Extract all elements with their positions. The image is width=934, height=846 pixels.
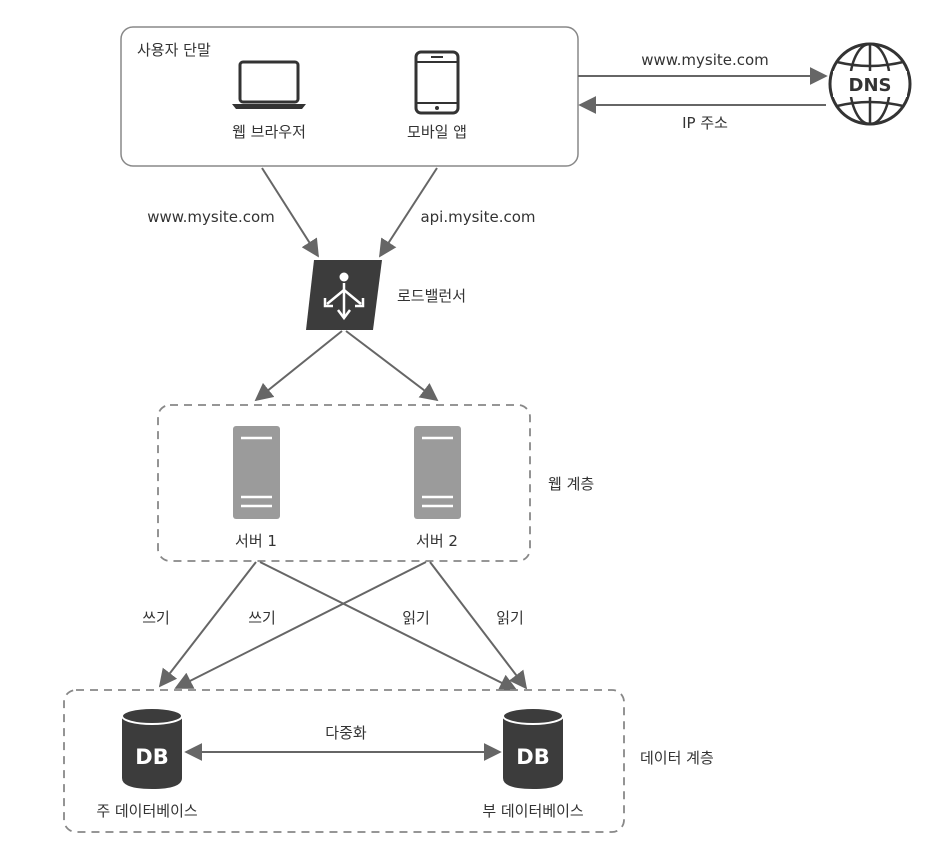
write-label-1: 쓰기 xyxy=(142,609,170,627)
client-box xyxy=(120,26,579,167)
client-group: 사용자 단말 웹 브라우저 모바일 앱 xyxy=(120,26,579,167)
master-db-icon-label: DB xyxy=(135,745,168,769)
web-browser-label: 웹 브라우저 xyxy=(232,123,306,141)
dns-group: www.mysite.com IP 주소 DNS xyxy=(578,42,912,132)
api-route-label: api.mysite.com xyxy=(420,208,535,226)
web-tier-group: 서버 1 서버 2 웹 계층 xyxy=(157,404,594,562)
lb-to-server2-arrow xyxy=(345,330,439,402)
laptop-icon xyxy=(232,60,306,109)
dns-globe-icon: DNS xyxy=(828,42,912,126)
web-route-label: www.mysite.com xyxy=(147,208,275,226)
data-tier-box xyxy=(63,689,625,833)
server1-write-arrow xyxy=(158,561,257,688)
dns-response-label: IP 주소 xyxy=(682,114,728,132)
server2-read-arrow xyxy=(429,561,528,690)
master-db-label: 주 데이터베이스 xyxy=(96,802,198,820)
server2-write-arrow xyxy=(174,561,427,689)
server1-read-arrow xyxy=(259,561,518,691)
mobile-app-label: 모바일 앱 xyxy=(407,123,467,141)
mobile-phone-icon xyxy=(414,50,460,115)
database-icon: DB xyxy=(121,707,183,789)
server1-label: 서버 1 xyxy=(235,532,277,550)
fork-arrows-icon xyxy=(323,272,365,321)
server2-label: 서버 2 xyxy=(416,532,458,550)
slave-db-label: 부 데이터베이스 xyxy=(482,802,584,820)
read-label-2: 읽기 xyxy=(496,609,524,627)
dns-icon-label: DNS xyxy=(849,75,892,96)
web-route-arrow xyxy=(261,167,319,258)
data-tier-group: DB 주 데이터베이스 DB 부 데이터베이스 다중화 데이터 계층 xyxy=(63,689,714,833)
load-balancer-group: 로드밸런서 xyxy=(306,260,466,330)
database-icon: DB xyxy=(502,707,564,789)
client-title: 사용자 단말 xyxy=(137,41,211,59)
web-tier-box xyxy=(157,404,531,562)
api-route-arrow xyxy=(379,167,438,258)
replication-label: 다중화 xyxy=(325,724,367,742)
read-label-1: 읽기 xyxy=(402,609,430,627)
data-tier-label: 데이터 계층 xyxy=(640,749,714,767)
lb-to-server1-arrow xyxy=(254,330,343,402)
server-icon xyxy=(233,426,280,519)
write-label-2: 쓰기 xyxy=(248,609,276,627)
slave-db-icon-label: DB xyxy=(516,745,549,769)
server-icon xyxy=(414,426,461,519)
load-balancer-label: 로드밸런서 xyxy=(397,287,466,305)
web-tier-label: 웹 계층 xyxy=(548,475,594,493)
dns-request-label: www.mysite.com xyxy=(641,51,769,69)
